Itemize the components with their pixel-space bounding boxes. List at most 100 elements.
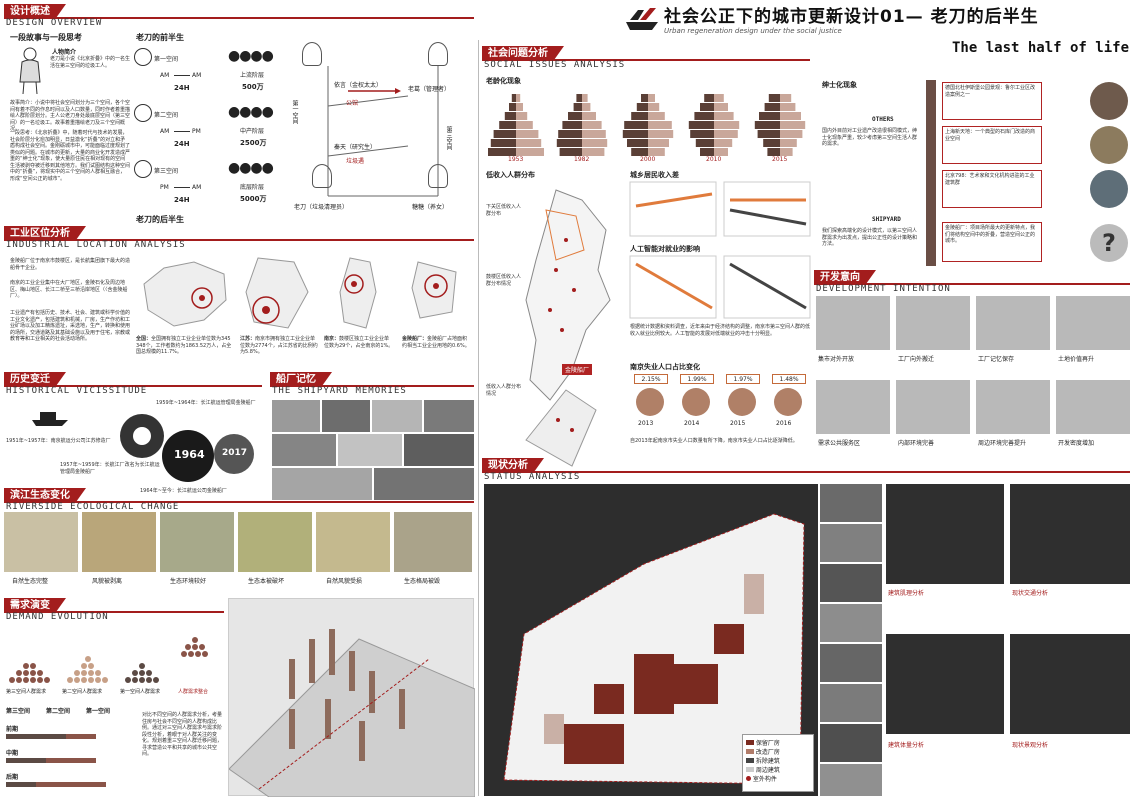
space-hours: 24H [174,84,190,92]
dev-label: 工厂记忆保存 [978,356,1015,363]
unemp-circle [728,388,756,416]
pop-label: 5000万 [240,195,267,203]
section-social-header: 社会问题分析 [482,46,810,62]
pyramid-bar [493,130,516,138]
memory-photo [272,468,372,500]
section-demand-header: 需求演变 [4,598,224,614]
worker-icon [19,47,41,95]
pyramid-bar [714,121,740,129]
eco-map [82,512,156,572]
memory-photo [424,400,474,432]
shipyard-marker: 金陵船厂 [562,364,593,375]
pyramid-bar [714,130,738,138]
pyramid-bar [714,112,734,120]
pyramid-bar [767,148,780,156]
dev-label: 需求公共服务区 [818,440,861,447]
section-design-header: 设计概述 [4,4,474,20]
space-time-start: AM [160,72,170,79]
person-a-icon [302,42,322,66]
pyramid-bar [690,130,714,138]
page-title: 社会公正下的城市更新设计01— 老刀的后半生 [664,7,1039,27]
section-eco-en: RIVERSIDE ECOLOGICAL CHANGE [6,502,180,512]
demand-dot-charts [4,624,224,694]
section-history-header: 历史变迁 [4,372,262,388]
space-name: 第三空间 [154,168,179,175]
history-event-2: 1951年~1957年：南京航运分公司江苏修造厂 [6,438,111,444]
legend-item: 保留厂房 [746,738,810,747]
eco-label: 自然风貌受损 [326,578,363,585]
aging-pyramids [488,94,806,156]
status-photo-strip [820,484,882,796]
pyramid-bar [516,103,523,111]
ai-text: 根据统计数据和资料调查，近年来由于经济结构的调整，南京市第三空间人群的低收入就业… [630,324,811,337]
space-time-end: AM [192,72,202,79]
year-label: 2000 [640,156,656,163]
pyramid-bar [695,139,714,147]
pyramid-bar [516,148,544,156]
status-photo [820,604,882,642]
unemp-pct: 2.15% [634,374,668,384]
unemp-item: 1.99% 2014 [676,374,720,434]
question-icon: ? [1090,224,1128,262]
legend-item: 改造厂房 [746,747,810,756]
space-row-1: 第一空间 AM AM 24H ●●●● 上流阶层 500万 [134,44,284,94]
section-status-en: STATUS ANALYSIS [484,472,581,482]
legend-third: 第三空间 [6,708,31,715]
aging-year-labels: 1953 1982 2000 2010 2015 [486,156,806,166]
section-dev-en: DEVELOPMENT INTENTION [816,284,951,294]
status-sub-label: 建筑肌理分析 [888,590,925,597]
status-photo [820,644,882,682]
status-sub-label: 现状交通分析 [1012,590,1049,597]
class-label: 中产阶层 [240,128,265,135]
pyramid-bar [648,130,674,138]
pyramid-bar [714,139,733,147]
industrial-text-2: 南京的工业企业集中在大厂地区，金陵石化及周边地区、梅山地区、长江二桥至三桥沿岸地… [10,280,128,299]
network-lines [327,66,439,197]
pyramid-bar [763,139,780,147]
unemp-circle [682,388,710,416]
ship-logo-icon [626,8,658,30]
flow-label-4: 第一空间 [291,100,298,124]
space-row-2: 第二空间 AM PM 24H ●●●● 中产阶层 2500万 [134,100,284,150]
section-industrial-header: 工业区位分析 [4,226,474,242]
class-label: 底层阶层 [240,184,265,191]
unemp-pct: 1.99% [680,374,714,384]
memory-photo [272,434,336,466]
low-income-title: 低收入人群分布 [486,171,535,179]
pyramid-bar [641,94,648,102]
pyramid-bar [704,94,714,102]
map-nanjing [330,252,390,334]
section-eco-header: 滨江生态变化 [4,488,474,504]
income-gap-chart [629,181,811,237]
pyramid-bar [582,139,608,147]
legend-item: 周边建筑 [746,765,810,774]
history-gears: 1964 2017 [110,402,260,502]
ai-employment-chart [629,255,811,319]
unemp-item: 1.97% 2015 [722,374,766,434]
pyramid-bar [568,112,582,120]
people-icons: ●●●● [228,104,274,120]
unemp-pct: 1.48% [772,374,806,384]
back-life-title: 老刀的后半生 [136,215,184,224]
industrial-text-3: 工业遗产有包括历史、技术、社会、建筑或科学价值的工业文化遗产，包括建筑和机械，厂… [10,310,131,342]
pyramid-bar [648,139,669,147]
pyramid-bar [780,94,792,102]
pyramid-bar [509,103,516,111]
eco-label: 风貌被剥离 [92,578,123,585]
year-label: 2010 [706,156,722,163]
aging-title: 老龄化现象 [486,77,521,85]
low-income-note-3: 低收入人群分布情况 [486,384,522,397]
space-time-end: PM [192,128,201,135]
pyramid-bar [700,103,714,111]
pyramid-bar [780,130,803,138]
front-life-title: 老刀的前半生 [136,33,184,42]
person-c-icon [312,164,332,188]
pyramid-bar [631,148,648,156]
nanjing-low-income-map: 下关区低收入人群分布 鼓楼区低收入人群分布情况 低收入人群分布情况 金陵船厂 [486,180,622,472]
memory-photo [322,400,370,432]
demand-legend: 第三空间 第二空间 第一空间 [6,706,146,716]
pyramid-bar [504,112,516,120]
legend-item: 拆除建筑 [746,756,810,765]
space-name: 第二空间 [154,112,179,119]
dev-plan [976,296,1050,350]
